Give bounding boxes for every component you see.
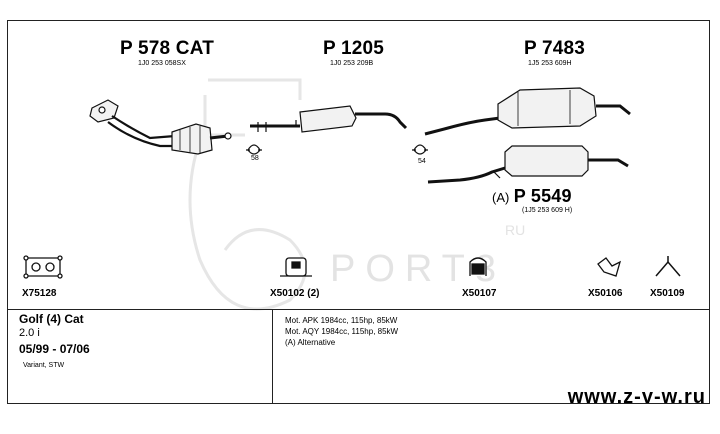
part-number-p7483: P 7483: [524, 38, 586, 59]
vehicle-years: 05/99 - 07/06: [19, 342, 90, 356]
accessory-code-x50106: X50106: [588, 288, 623, 299]
hanger-x50109-icon: [655, 256, 681, 277]
clamp-58-icon: [246, 144, 262, 155]
accessory-code-x50107: X50107: [462, 288, 497, 299]
silencer-p5549-drawing: [427, 145, 629, 184]
clamp-54-icon: [412, 144, 428, 155]
clamp-label-54: 54: [418, 158, 426, 165]
vehicle-info-row: Golf (4) Cat 2.0 i 05/99 - 07/06 Variant…: [7, 309, 710, 404]
pipe-p1205-drawing: [250, 105, 408, 133]
accessory-code-x50109: X50109: [650, 288, 685, 299]
engine-notes: Mot. APK 1984cc, 115hp, 85kW Mot. AQY 19…: [273, 310, 710, 404]
catalyst-p578-drawing: [89, 99, 232, 155]
vehicle-cell: Golf (4) Cat 2.0 i 05/99 - 07/06 Variant…: [7, 310, 273, 404]
diagram-frame: [7, 20, 710, 404]
vehicle-body: Variant, STW: [23, 362, 65, 369]
watermark-text: PORT3: [330, 248, 507, 290]
vehicle-title: Golf (4) Cat: [19, 312, 84, 326]
oem-number-p5549: (1J5 253 609 H): [522, 207, 573, 214]
part-p5549-label: (A) P 5549: [492, 186, 572, 207]
hanger-x50107-icon: [469, 257, 487, 276]
clamp-label-58: 58: [251, 155, 259, 162]
part-number-p5549: P 5549: [513, 186, 572, 206]
oem-number-p1205: 1J0 253 209B: [330, 60, 374, 67]
part-number-p1205: P 1205: [323, 38, 385, 59]
oem-number-p578: 1J0 253 058SX: [138, 60, 186, 67]
bracket-x50106-icon: [597, 257, 622, 277]
accessory-code-x75128: X75128: [22, 288, 57, 299]
alternative-marker: (A): [492, 190, 510, 205]
watermark-ru: RU: [505, 222, 526, 238]
engine-note: Mot. APK 1984cc, 115hp, 85kW: [285, 316, 398, 325]
accessory-code-x50102: X50102 (2): [270, 288, 320, 299]
gasket-icon: [23, 255, 63, 279]
part-number-p578: P 578 CAT: [120, 38, 215, 59]
silencer-p7483-drawing: [424, 87, 631, 136]
site-url: www.z-v-w.ru: [567, 386, 706, 408]
engine-note: Mot. AQY 1984cc, 115hp, 85kW: [285, 327, 399, 336]
rubber-mount-icon: [280, 257, 312, 277]
alternative-note: (A) Alternative: [285, 338, 336, 347]
oem-number-p7483: 1J5 253 609H: [528, 60, 572, 67]
vehicle-engine: 2.0 i: [19, 327, 40, 339]
